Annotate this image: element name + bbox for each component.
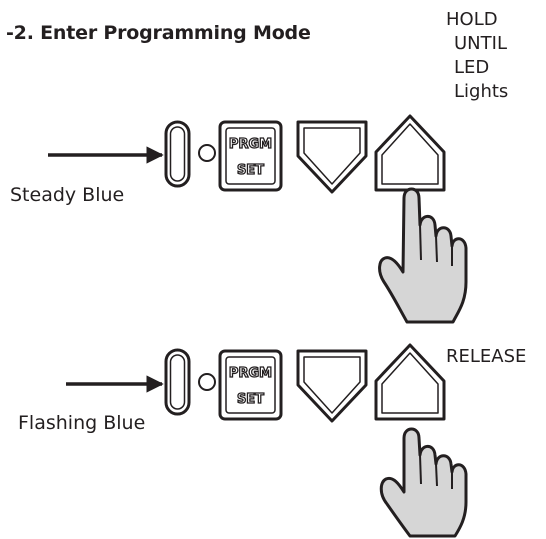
lights-word: Lights — [454, 81, 509, 102]
step2-set-text: SET — [237, 392, 264, 407]
step1-panel: PRGM SET — [48, 114, 468, 324]
step2-prgm-set-button[interactable]: PRGM SET — [218, 349, 283, 421]
release-instruction: RELEASE — [446, 346, 527, 367]
steady-blue-label: Steady Blue — [10, 184, 125, 206]
step1-set-text: SET — [237, 163, 264, 178]
until-word: UNTIL — [454, 33, 507, 54]
led-word: LED — [454, 57, 490, 78]
step1-prgm-set-button[interactable]: PRGM SET — [218, 120, 283, 192]
hold-instruction: HOLD UNTIL LED Lights — [446, 8, 508, 104]
step1-prgm-text: PRGM — [229, 137, 272, 152]
hold-word: HOLD — [446, 9, 498, 30]
step2-prgm-text: PRGM — [229, 366, 272, 381]
step2-panel: PRGM SET — [66, 343, 468, 538]
flashing-blue-label: Flashing Blue — [18, 412, 146, 434]
page-title: -2. Enter Programming Mode — [6, 22, 311, 44]
step1-led-indicator — [164, 120, 191, 188]
step2-up-button[interactable] — [374, 343, 446, 421]
step2-led-indicator — [164, 348, 191, 416]
step2-released-hand-icon — [379, 427, 468, 538]
step1-led-dot — [198, 144, 216, 162]
step1-up-button[interactable] — [374, 114, 446, 192]
step1-down-button[interactable] — [296, 120, 368, 194]
step2-led-dot — [198, 373, 216, 391]
step2-down-button[interactable] — [296, 349, 368, 423]
step1-pressing-hand-icon — [378, 187, 468, 324]
